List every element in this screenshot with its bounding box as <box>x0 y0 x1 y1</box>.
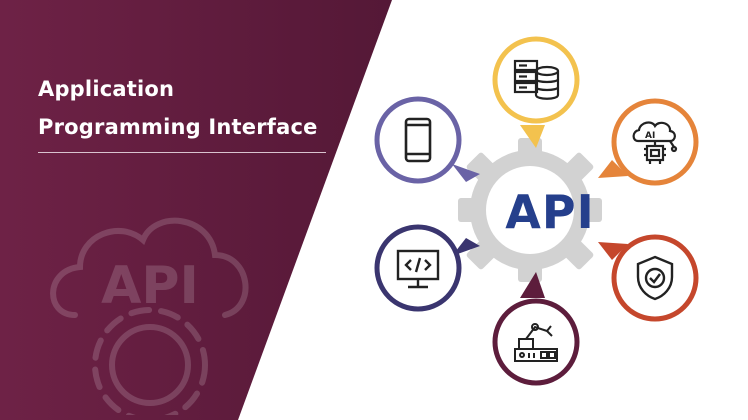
page-title: Application Programming Interface <box>38 70 318 146</box>
ai-chip-icon: AI <box>625 112 685 172</box>
hub-label: API <box>505 185 595 239</box>
title-line-2: Programming Interface <box>38 115 318 139</box>
code-monitor-icon <box>388 238 448 298</box>
shield-check-icon <box>625 248 685 308</box>
database-server-icon <box>506 50 566 110</box>
cloud-gear-watermark-icon: API <box>50 217 249 415</box>
watermark-label: API <box>101 256 199 316</box>
title-line-1: Application <box>38 77 175 101</box>
robot-arm-icon <box>506 312 566 372</box>
title-divider <box>38 152 326 153</box>
mobile-phone-icon <box>388 110 448 170</box>
gear-icon <box>458 138 602 282</box>
svg-text:AI: AI <box>645 131 655 141</box>
